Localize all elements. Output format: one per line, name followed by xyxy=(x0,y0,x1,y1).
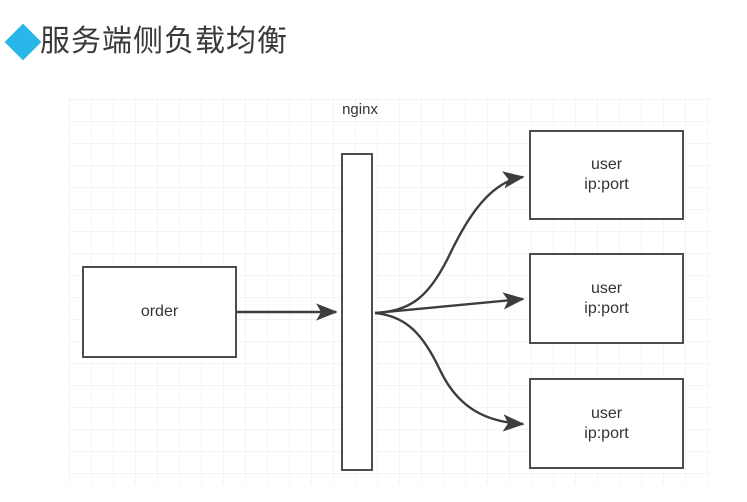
nginx-label: nginx xyxy=(342,101,378,118)
user-node-3-address: ip:port xyxy=(584,424,629,442)
user-node-2[interactable]: user ip:port xyxy=(529,253,684,344)
order-node-label: order xyxy=(140,303,179,320)
order-node[interactable]: order xyxy=(82,266,237,358)
edge-nginx-to-user1 xyxy=(374,171,525,315)
user-node-2-address: ip:port xyxy=(584,299,629,317)
user-node-3-label: user xyxy=(590,404,623,422)
diagram-canvas: nginx order user ip:port user ip:port us… xyxy=(68,98,711,484)
user-node-2-label: user xyxy=(590,279,623,297)
user-node-1[interactable]: user ip:port xyxy=(529,130,684,220)
edge-nginx-to-user3 xyxy=(374,311,525,432)
nginx-bar-node[interactable] xyxy=(341,153,373,471)
user-node-1-address: ip:port xyxy=(584,176,629,193)
page-title: 服务端侧负载均衡 xyxy=(4,20,288,64)
user-node-1-label: user xyxy=(590,156,623,173)
user-node-3[interactable]: user ip:port xyxy=(529,378,684,469)
edge-layer xyxy=(237,171,525,432)
diamond-bullet-icon xyxy=(4,23,42,61)
page-title-text: 服务端侧负载均衡 xyxy=(40,24,288,59)
edge-nginx-to-user2 xyxy=(374,292,525,315)
